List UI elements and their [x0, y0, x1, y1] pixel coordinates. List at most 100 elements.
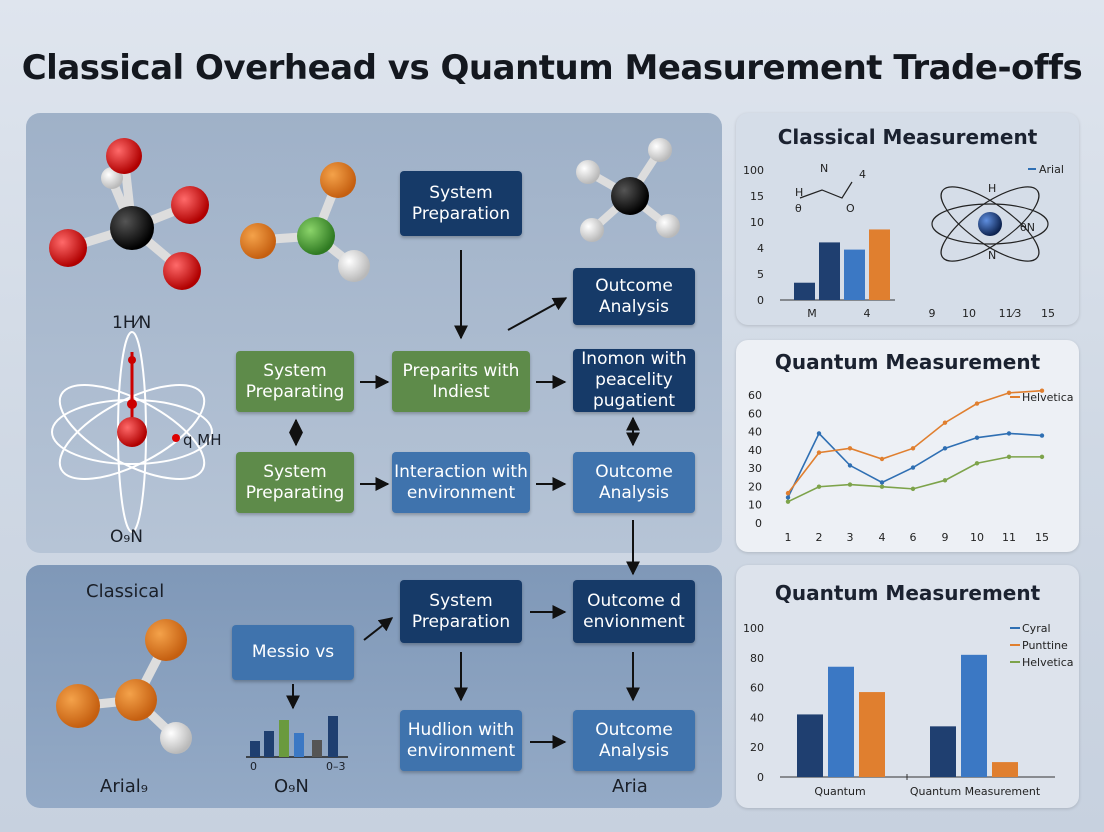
data-point [879, 480, 885, 485]
data-point [910, 486, 916, 492]
bar [859, 692, 885, 777]
box-system-preparation-lower[interactable]: System Preparation [400, 580, 522, 643]
y-tick-label: 60 [750, 682, 764, 695]
data-point [785, 495, 791, 500]
box-messio-vs[interactable]: Messio vs [232, 625, 354, 680]
legend-label: Punttine [1022, 639, 1068, 652]
molecule-methane-icon [576, 138, 680, 242]
chart-panel-classical: Classical Measurement [736, 113, 1079, 325]
mini-bar-chart [246, 716, 348, 758]
data-point [1006, 390, 1012, 396]
y-tick-label: 4 [757, 242, 764, 255]
y-tick-label: 100 [743, 622, 764, 635]
y-tick-label: 100 [743, 164, 764, 177]
x-category-label: Quantum Measurement [910, 785, 1041, 798]
chart-title-quantum-bar: Quantum Measurement [774, 581, 1041, 605]
atom-nucleus [978, 212, 1002, 236]
y-tick-label: 5 [757, 268, 764, 281]
x-tick-label: 9 [942, 531, 949, 544]
y-tick-label: 40 [750, 711, 764, 724]
y-tick-label: 0 [757, 294, 764, 307]
diagram-label: N [820, 162, 828, 175]
x-tick-label: 10 [970, 531, 984, 544]
data-point [847, 463, 853, 468]
molecule-sketch [799, 181, 853, 199]
bar [794, 282, 815, 300]
formula-label-2: q MH [183, 431, 222, 449]
data-point [942, 420, 948, 425]
box-interaction-with-environment[interactable]: Interaction with environment [392, 452, 530, 513]
x-tick-label: 11⁄3 [999, 307, 1022, 320]
data-point [974, 401, 980, 406]
x-tick-label: M [807, 307, 817, 320]
data-point [847, 482, 853, 487]
bar [828, 666, 854, 777]
data-point [1039, 454, 1045, 460]
label-aria: Aria [612, 776, 648, 797]
data-point [879, 456, 885, 462]
page-title: Classical Overhead vs Quantum Measuremen… [21, 48, 1083, 88]
diagram-label: H [988, 182, 996, 195]
y-tick-label: 0 [757, 771, 764, 784]
molecule-co3-icon [49, 138, 209, 290]
bar [869, 229, 890, 300]
diagram-label: θN [1020, 221, 1035, 234]
formula-label-1: 1H⁄N [112, 313, 152, 333]
x-tick-label: 15 [1041, 307, 1055, 320]
data-point [942, 446, 948, 451]
series-line [787, 456, 1042, 503]
molecule-orange-green-icon [240, 162, 370, 282]
x-tick-label: 4 [879, 531, 886, 544]
bar [844, 249, 865, 300]
data-point [879, 484, 885, 489]
y-tick-label: 80 [750, 652, 764, 665]
box-system-preparating-2[interactable]: System Preparating [236, 452, 354, 513]
diagram-label: O [846, 202, 855, 215]
atom-orbit [940, 186, 1040, 262]
diagram-label: θ [795, 202, 802, 215]
box-system-preparating-1[interactable]: System Preparating [236, 351, 354, 412]
data-point [974, 461, 980, 466]
box-inomon-with-peacelity[interactable]: Inomon with peacelity pugatient [573, 349, 695, 412]
y-tick-label: 30 [748, 462, 762, 475]
chart-title-classical: Classical Measurement [777, 125, 1038, 149]
chart-title-quantum-line: Quantum Measurement [774, 350, 1041, 374]
legend-label: Helvetica [1022, 656, 1074, 669]
x-category-label: Quantum [814, 785, 865, 798]
data-point [974, 435, 980, 440]
y-tick-label: 0 [755, 517, 762, 530]
data-point [816, 484, 822, 489]
bar [819, 242, 840, 300]
box-outcome-environment[interactable]: Outcome d envionment [573, 580, 695, 643]
legend-label: Cyral [1022, 622, 1051, 635]
box-outcome-analysis-lower[interactable]: Outcome Analysis [573, 710, 695, 771]
x-tick-label: 2 [816, 531, 823, 544]
x-tick-label: 6 [910, 531, 917, 544]
diagram-label: N [988, 249, 996, 262]
box-outcome-analysis-mid[interactable]: Outcome Analysis [573, 452, 695, 513]
molecule-lower-icon [56, 619, 192, 754]
y-tick-label: 10 [750, 216, 764, 229]
y-tick-label: 20 [748, 480, 762, 493]
legend-label: Arial [1039, 163, 1064, 176]
box-system-preparation-top[interactable]: System Preparation [400, 171, 522, 236]
flow-arrows-lower [286, 605, 640, 749]
label-arial: Arial₉ [100, 776, 148, 797]
data-point [1039, 433, 1045, 438]
label-ogn: O₉N [274, 776, 309, 797]
y-tick-label: 20 [750, 741, 764, 754]
series-line [787, 389, 1043, 494]
data-point [785, 499, 791, 504]
box-hudlion-with-environment[interactable]: Hudlion with environment [400, 710, 522, 771]
data-point [1006, 454, 1012, 460]
label-classical: Classical [86, 581, 165, 602]
y-tick-label: 40 [748, 426, 762, 439]
data-point [816, 450, 822, 455]
box-preparits-with-indiest[interactable]: Preparits with Indiest [392, 351, 530, 412]
x-tick-label: 10 [962, 307, 976, 320]
box-outcome-analysis-top[interactable]: Outcome Analysis [573, 268, 695, 325]
flow-arrows-upper [289, 250, 640, 576]
bar [961, 654, 987, 777]
data-point [910, 446, 916, 451]
